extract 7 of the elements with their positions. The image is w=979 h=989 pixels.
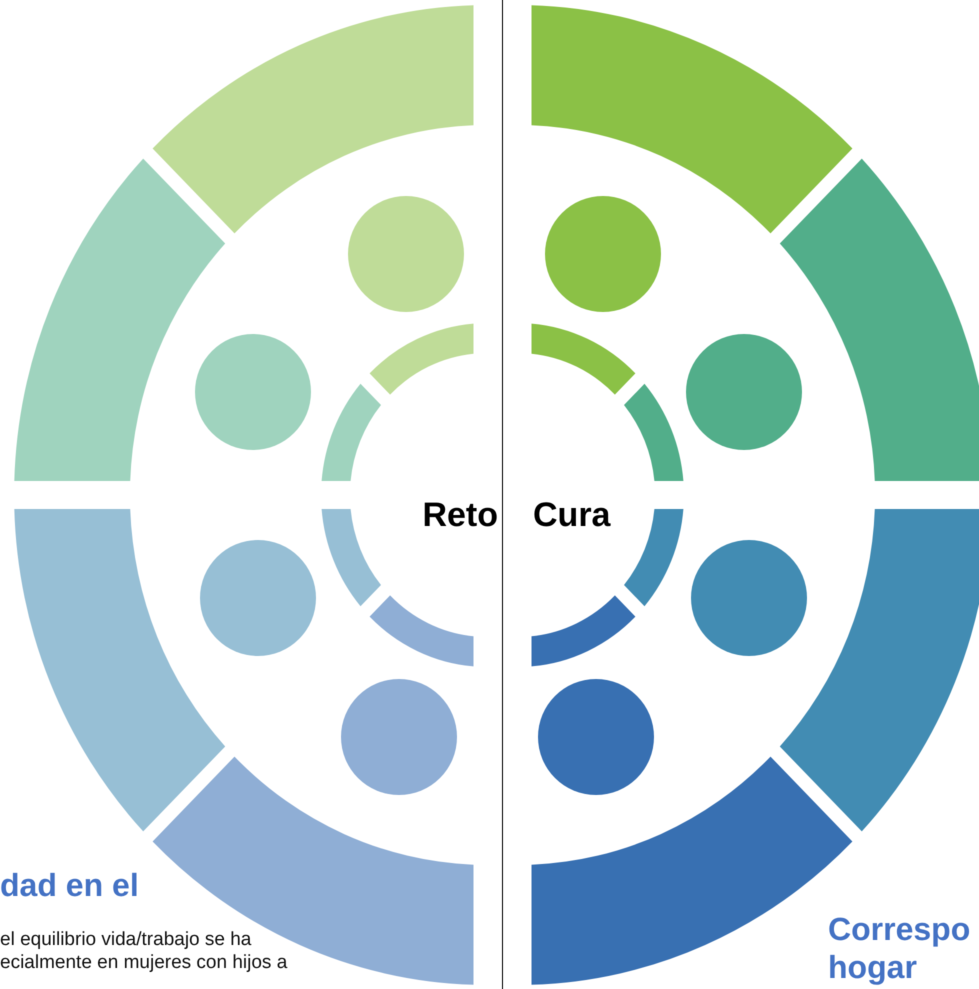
section-heading: dad en el: [0, 868, 139, 904]
body-text: ecialmente en mujeres con hijos a: [0, 953, 288, 974]
body-text: el equilibrio vida/trabajo se ha: [0, 930, 252, 951]
center-label: Reto: [422, 497, 498, 534]
section-heading: hogar: [828, 950, 917, 986]
center-label: Cura: [533, 497, 610, 534]
section-heading: Correspo: [828, 912, 970, 948]
